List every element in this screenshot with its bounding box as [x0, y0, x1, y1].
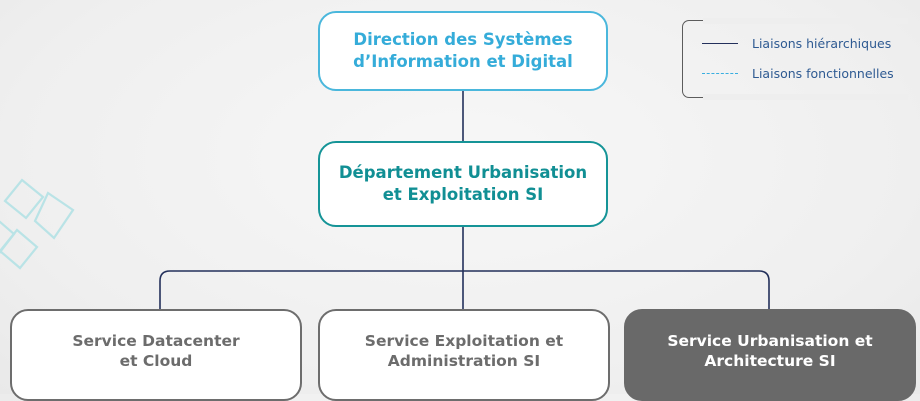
node-direction-line-1: Direction des Systèmes [353, 30, 573, 49]
legend-functional-label: Liaisons fonctionnelles [752, 66, 894, 81]
node-service-urbanisation-line-1: Service Urbanisation et [667, 332, 873, 350]
legend-hierarchical-label: Liaisons hiérarchiques [752, 36, 892, 51]
node-service-exploitation-administration: Service Exploitation et Administration S… [318, 309, 610, 401]
node-service-datacenter-line-1: Service Datacenter [72, 332, 240, 350]
node-departement-urbanisation: Département Urbanisation et Exploitation… [318, 141, 608, 227]
node-departement-line-2: et Exploitation SI [382, 185, 544, 204]
dashed-line-icon [702, 73, 738, 74]
legend: Liaisons hiérarchiques Liaisons fonction… [682, 18, 920, 100]
legend-item-functional: Liaisons fonctionnelles [702, 66, 894, 81]
legend-item-hierarchical: Liaisons hiérarchiques [702, 36, 891, 51]
node-direction-systemes-information: Direction des Systèmes d’Information et … [318, 11, 608, 91]
node-departement-line-1: Département Urbanisation [338, 163, 588, 182]
legend-bracket [682, 18, 908, 100]
node-service-urbanisation-architecture: Service Urbanisation et Architecture SI [624, 309, 916, 401]
decorative-squares-shape [0, 178, 75, 270]
node-service-datacenter-line-2: et Cloud [119, 352, 193, 370]
node-service-exploitation-line-2: Administration SI [387, 352, 541, 370]
node-service-exploitation-line-1: Service Exploitation et [364, 332, 564, 350]
solid-line-icon [702, 43, 738, 44]
connector-bus [159, 270, 770, 309]
node-service-datacenter-cloud: Service Datacenter et Cloud [10, 309, 302, 401]
node-service-urbanisation-line-2: Architecture SI [704, 352, 836, 370]
node-direction-line-2: d’Information et Digital [353, 52, 573, 71]
